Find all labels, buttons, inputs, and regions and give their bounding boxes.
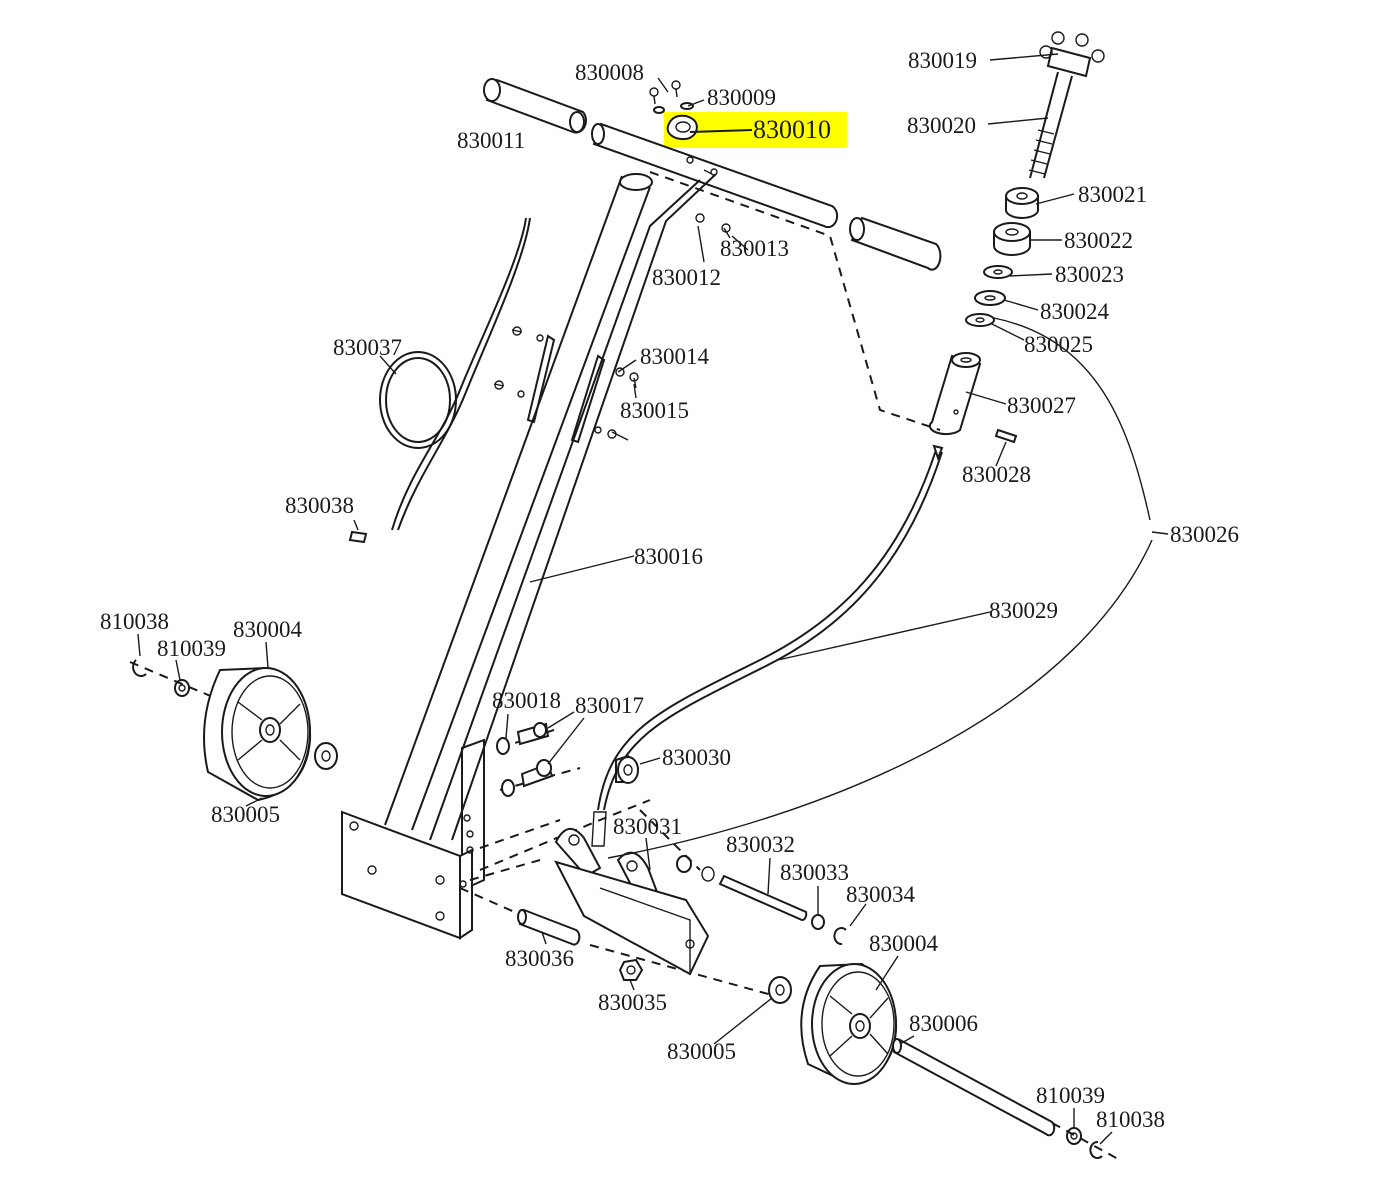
bolt-830018	[496, 722, 550, 755]
washer-830009	[653, 102, 694, 114]
label-830015: 830015	[620, 398, 689, 423]
grip-right	[849, 216, 942, 271]
label-830010: 830010	[753, 115, 831, 144]
grip-830011	[483, 78, 587, 134]
bracket-830031	[554, 828, 710, 976]
label-830031: 830031	[613, 814, 682, 839]
spacer-830021	[1005, 187, 1039, 219]
wheel-830004-right	[800, 962, 898, 1085]
washer-810039-left	[174, 679, 190, 697]
label-830026: 830026	[1170, 522, 1239, 547]
spacer-830005-right	[768, 976, 792, 1004]
axle-830032	[718, 874, 808, 921]
label-830018: 830018	[492, 688, 561, 713]
label-830008: 830008	[575, 60, 644, 85]
label-830032: 830032	[726, 832, 795, 857]
screw-830008	[649, 80, 681, 105]
pin-830036	[517, 908, 581, 946]
label-830004-right: 830004	[869, 931, 939, 956]
label-810039-left: 810039	[157, 636, 226, 661]
label-830006: 830006	[909, 1011, 978, 1036]
washer-830025	[965, 313, 995, 327]
cable-830037	[379, 217, 531, 531]
label-830022: 830022	[1064, 228, 1133, 253]
label-810039-right: 810039	[1036, 1083, 1105, 1108]
label-830009: 830009	[707, 85, 776, 110]
clip-830034-left	[676, 855, 715, 882]
washer-810039-right	[1066, 1127, 1082, 1145]
label-830030: 830030	[662, 745, 731, 770]
label-830036: 830036	[505, 946, 574, 971]
label-830017: 830017	[575, 693, 644, 718]
part-labels: 830008 830009 830010 830011 830012 83001…	[100, 48, 1239, 1132]
axle-830006	[892, 1038, 1056, 1137]
label-830011: 830011	[457, 128, 525, 153]
label-830034: 830034	[846, 882, 916, 907]
label-830037: 830037	[333, 335, 402, 360]
spacer-830005-left	[314, 742, 338, 770]
label-830038: 830038	[285, 493, 354, 518]
knob-830019	[1039, 31, 1105, 78]
frame-830016	[384, 156, 718, 892]
label-830013: 830013	[720, 236, 789, 261]
clip-830034	[833, 927, 847, 946]
label-830019: 830019	[908, 48, 977, 73]
label-830012: 830012	[652, 265, 721, 290]
clip-810038-left	[132, 659, 147, 677]
leader-lines	[137, 53, 1169, 1145]
cap-830038	[348, 530, 368, 544]
label-830023: 830023	[1055, 262, 1124, 287]
cable-830029	[591, 444, 944, 847]
label-830004-left: 830004	[233, 617, 303, 642]
nut-830035	[618, 958, 644, 981]
rod-830020	[1028, 71, 1073, 179]
label-830016: 830016	[634, 544, 703, 569]
bolt-830017	[501, 759, 554, 797]
washer-830033	[811, 914, 825, 930]
pin-830028	[994, 428, 1018, 444]
label-830033: 830033	[780, 860, 849, 885]
washer-830024	[974, 290, 1006, 306]
clamp-830010	[666, 114, 698, 141]
label-830028: 830028	[962, 462, 1031, 487]
washer-830023	[983, 265, 1013, 279]
bushing-830022	[993, 222, 1031, 256]
label-830005-left: 830005	[211, 802, 280, 827]
label-830014: 830014	[640, 344, 710, 369]
label-830029: 830029	[989, 598, 1058, 623]
sleeve-830027	[928, 352, 982, 436]
label-830025: 830025	[1024, 332, 1093, 357]
spacer-830030	[615, 754, 640, 784]
base-plate	[341, 810, 474, 940]
bolts-830014-830015	[493, 213, 731, 441]
label-830005-right: 830005	[667, 1039, 736, 1064]
label-830024: 830024	[1040, 299, 1110, 324]
clip-810038-right	[1089, 1140, 1103, 1159]
label-810038-left: 810038	[100, 609, 169, 634]
label-830020: 830020	[907, 113, 976, 138]
wheel-830004-left	[203, 666, 312, 802]
label-830027: 830027	[1007, 393, 1076, 418]
label-810038-right: 810038	[1096, 1107, 1165, 1132]
label-830021: 830021	[1078, 182, 1147, 207]
label-830035: 830035	[598, 990, 667, 1015]
